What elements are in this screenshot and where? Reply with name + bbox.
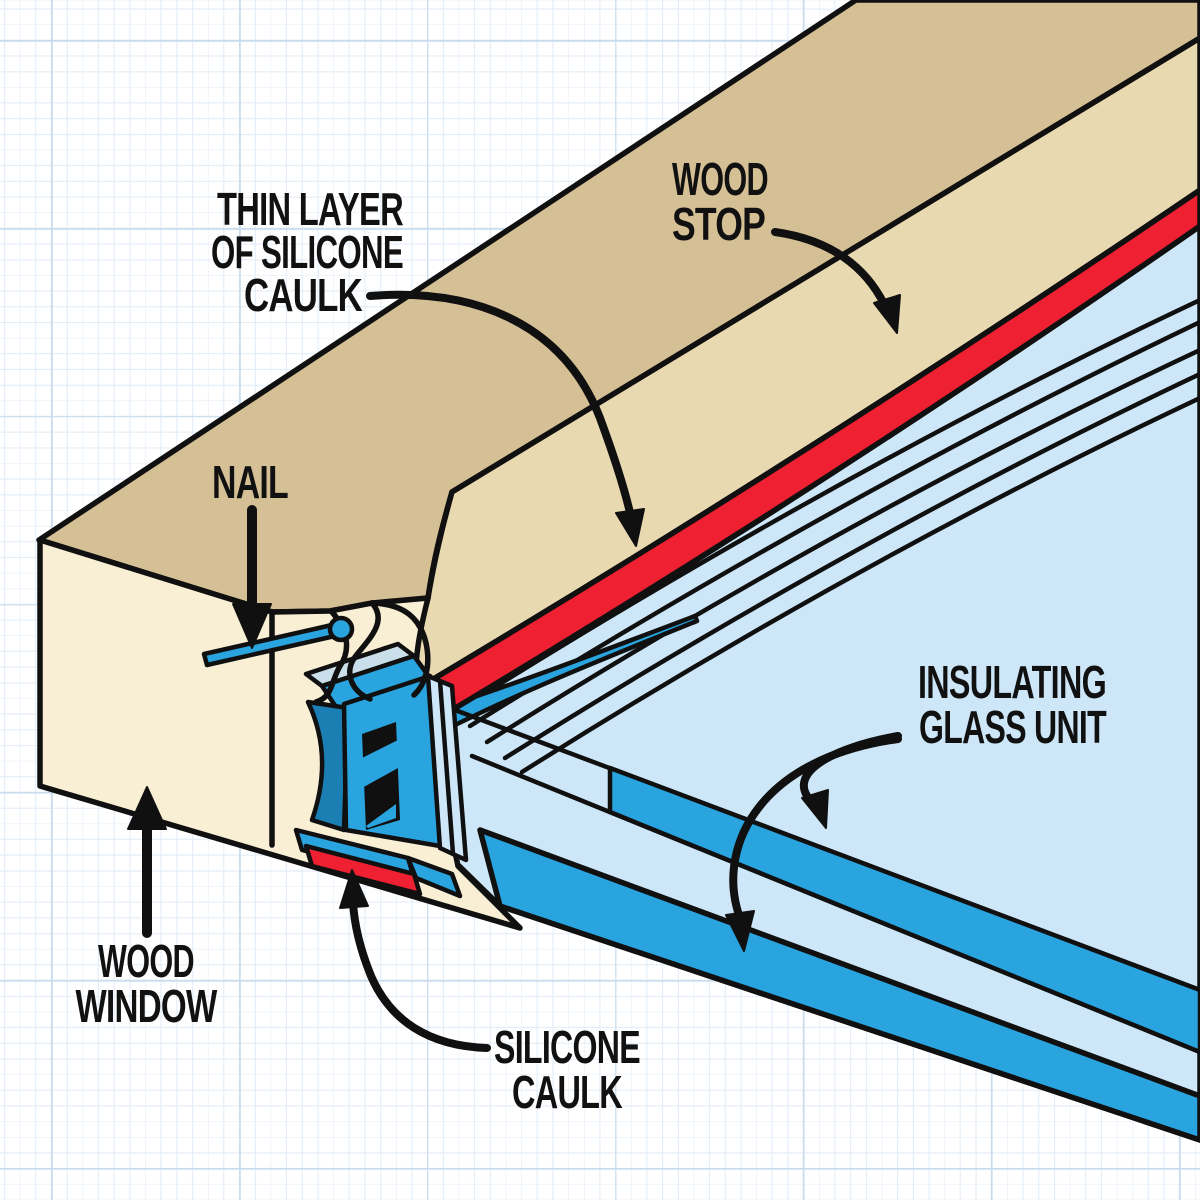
stop-ogee-curve	[347, 600, 381, 702]
leader-arrows	[127, 228, 902, 1052]
label-wood-window: WOOD WINDOW	[76, 935, 219, 1032]
insulating-glass-unit	[407, 223, 1200, 1143]
label-line: CAULK	[512, 1066, 623, 1118]
leader-arrow-wood-stop	[771, 228, 901, 334]
bottom-pane-edge	[477, 827, 1200, 1143]
label-line: INSULATING	[918, 656, 1106, 708]
leader-arrow-silicone-caulk	[339, 869, 491, 1052]
spacer-bottom-step	[405, 855, 463, 899]
arrowhead-icon	[873, 294, 901, 334]
label-line: SILICONE	[494, 1021, 640, 1073]
nail-head	[327, 615, 355, 643]
arrowhead-icon	[339, 869, 369, 909]
arrowhead-icon	[232, 603, 272, 649]
label-line: WINDOW	[76, 980, 218, 1032]
leader-arrow-thin-layer	[366, 290, 645, 547]
arrowhead-icon	[725, 910, 755, 952]
label-line: WOOD	[672, 153, 768, 205]
label-thin-layer-of-silicone-caulk: THIN LAYER OF SILICONE CAULK	[211, 183, 405, 321]
label-nail: NAIL	[212, 456, 289, 508]
arrowhead-icon	[127, 786, 167, 830]
arrowhead-icon	[801, 789, 829, 829]
top-pane-edge	[452, 707, 1200, 1055]
label-line: CAULK	[244, 269, 363, 321]
silicone-caulk-bead-bottom	[303, 843, 423, 897]
label-line: STOP	[672, 198, 765, 250]
spacer-hollow-wedge	[362, 740, 398, 788]
text-labels: THIN LAYER OF SILICONE CAULK WOOD STOP N…	[76, 153, 1108, 1118]
stop-ogee-wrap	[369, 600, 431, 698]
label-line: OF SILICONE	[211, 226, 403, 278]
spacer-bar-through-glass	[407, 613, 700, 745]
igu-cross-section	[293, 641, 469, 899]
leader-arrow-wood-window	[127, 786, 167, 938]
leader-arrow-nail	[232, 505, 272, 649]
sealant-bead	[305, 699, 351, 833]
label-line: GLASS UNIT	[919, 701, 1107, 753]
label-line: WOOD	[98, 935, 194, 987]
label-line: THIN LAYER	[217, 183, 404, 235]
label-wood-stop: WOOD STOP	[672, 153, 769, 250]
silicone-caulk-thin-layer	[412, 187, 1200, 725]
label-silicone-caulk: SILICONE CAULK	[494, 1021, 641, 1118]
nail-illustration	[201, 615, 355, 668]
leader-arrow-igu-bottom-pane	[725, 735, 902, 952]
label-line: NAIL	[212, 456, 288, 508]
arrowhead-icon	[615, 508, 645, 547]
label-insulating-glass-unit: INSULATING GLASS UNIT	[918, 656, 1108, 753]
spacer-hollow-wedge-2	[366, 804, 396, 828]
